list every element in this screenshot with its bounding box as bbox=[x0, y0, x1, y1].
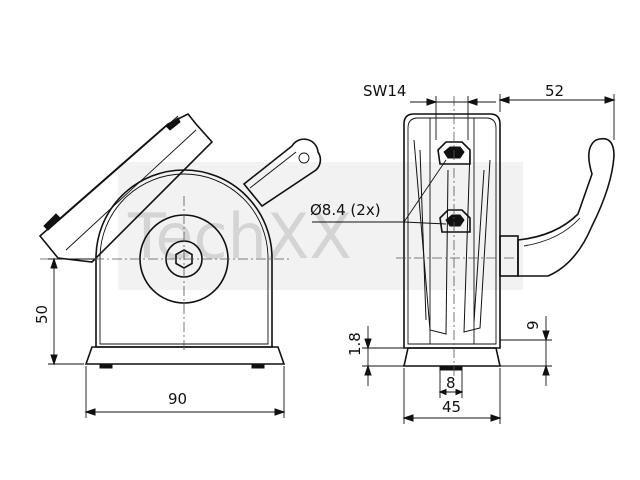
jaw-inner-edge bbox=[65, 129, 197, 251]
hole-label: Ø8.4 (2x) bbox=[310, 201, 381, 219]
dim-90-label: 90 bbox=[168, 390, 187, 408]
nut-top bbox=[437, 141, 471, 165]
dim-18-arrow-bottom bbox=[364, 364, 372, 376]
lever-handle[interactable] bbox=[242, 138, 322, 208]
dim-8-label: 8 bbox=[446, 374, 456, 392]
hole-leader-to-bottom bbox=[403, 221, 447, 225]
dim-90-arrow-left bbox=[84, 408, 96, 416]
right-view: SW14 52 Ø8.4 (2x) 1.8 9 8 bbox=[310, 82, 616, 424]
housing-inner-edge bbox=[99, 173, 269, 345]
dim-52-arrow-right bbox=[604, 96, 616, 104]
dim-52-label: 52 bbox=[545, 82, 564, 100]
side-base-slot bbox=[439, 365, 463, 371]
watermark-text: TechXX bbox=[127, 200, 352, 273]
dim-45-label: 45 bbox=[442, 398, 461, 416]
dim-52-arrow-left bbox=[498, 96, 510, 104]
jaw-top-pin bbox=[165, 117, 181, 131]
dim-9-label: 9 bbox=[524, 320, 542, 330]
dim-50-arrow-top bbox=[50, 257, 58, 269]
nut-bottom bbox=[439, 209, 471, 233]
dim-45-arrow-left bbox=[402, 414, 414, 422]
wedge-left bbox=[413, 139, 449, 335]
jaw-edge bbox=[47, 115, 179, 231]
side-lever-handle[interactable] bbox=[517, 137, 615, 277]
dim-8-arrow-left bbox=[438, 388, 447, 396]
side-base-plate bbox=[403, 347, 501, 367]
dim-sw-arrow-left bbox=[426, 98, 438, 106]
dim-8-arrow-right bbox=[455, 388, 464, 396]
lever-end-pin bbox=[298, 152, 310, 164]
hole-leader-to-top bbox=[403, 159, 447, 223]
jaw-tip bbox=[43, 213, 61, 231]
dim-18-arrow-top bbox=[364, 338, 372, 350]
dim-18-label: 1.8 bbox=[346, 332, 364, 356]
base-plate bbox=[84, 346, 286, 365]
wedge-inner-right bbox=[473, 169, 485, 323]
nut-bottom-hex bbox=[445, 214, 465, 227]
dim-50-arrow-bottom bbox=[50, 354, 58, 366]
dim-45-arrow-right bbox=[490, 414, 502, 422]
lever-edge bbox=[249, 151, 297, 189]
side-lever-edge bbox=[523, 217, 581, 247]
dim-9-arrow-top bbox=[542, 330, 550, 342]
wedge-right bbox=[463, 149, 491, 333]
side-body-inner bbox=[407, 117, 497, 345]
left-view: 50 90 bbox=[33, 112, 322, 418]
dim-sw-arrow-right bbox=[466, 98, 478, 106]
watermark: TechXX bbox=[118, 162, 523, 290]
side-body bbox=[403, 113, 501, 349]
dim-50-label: 50 bbox=[33, 305, 51, 324]
housing-body bbox=[95, 169, 273, 348]
dim-90-arrow-right bbox=[274, 408, 286, 416]
base-foot-left bbox=[99, 363, 113, 369]
dim-9-arrow-bottom bbox=[542, 364, 550, 376]
wedge-inner-left bbox=[419, 149, 427, 321]
base-foot-right bbox=[251, 363, 265, 369]
dim-sw-label: SW14 bbox=[363, 82, 406, 100]
